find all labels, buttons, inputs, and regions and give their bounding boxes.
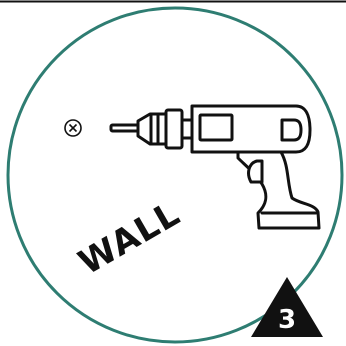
drill-bit — [111, 125, 139, 131]
wall-label: WALL — [72, 194, 187, 283]
step-badge: 3 — [251, 277, 323, 337]
drill-trigger — [249, 161, 262, 182]
drill-side-window — [200, 115, 232, 140]
drill-handle — [238, 152, 319, 228]
drill-mark-icon — [65, 120, 81, 136]
step-number: 3 — [278, 305, 296, 335]
drill-collar — [166, 110, 182, 148]
drill-rear-cap — [282, 120, 301, 140]
